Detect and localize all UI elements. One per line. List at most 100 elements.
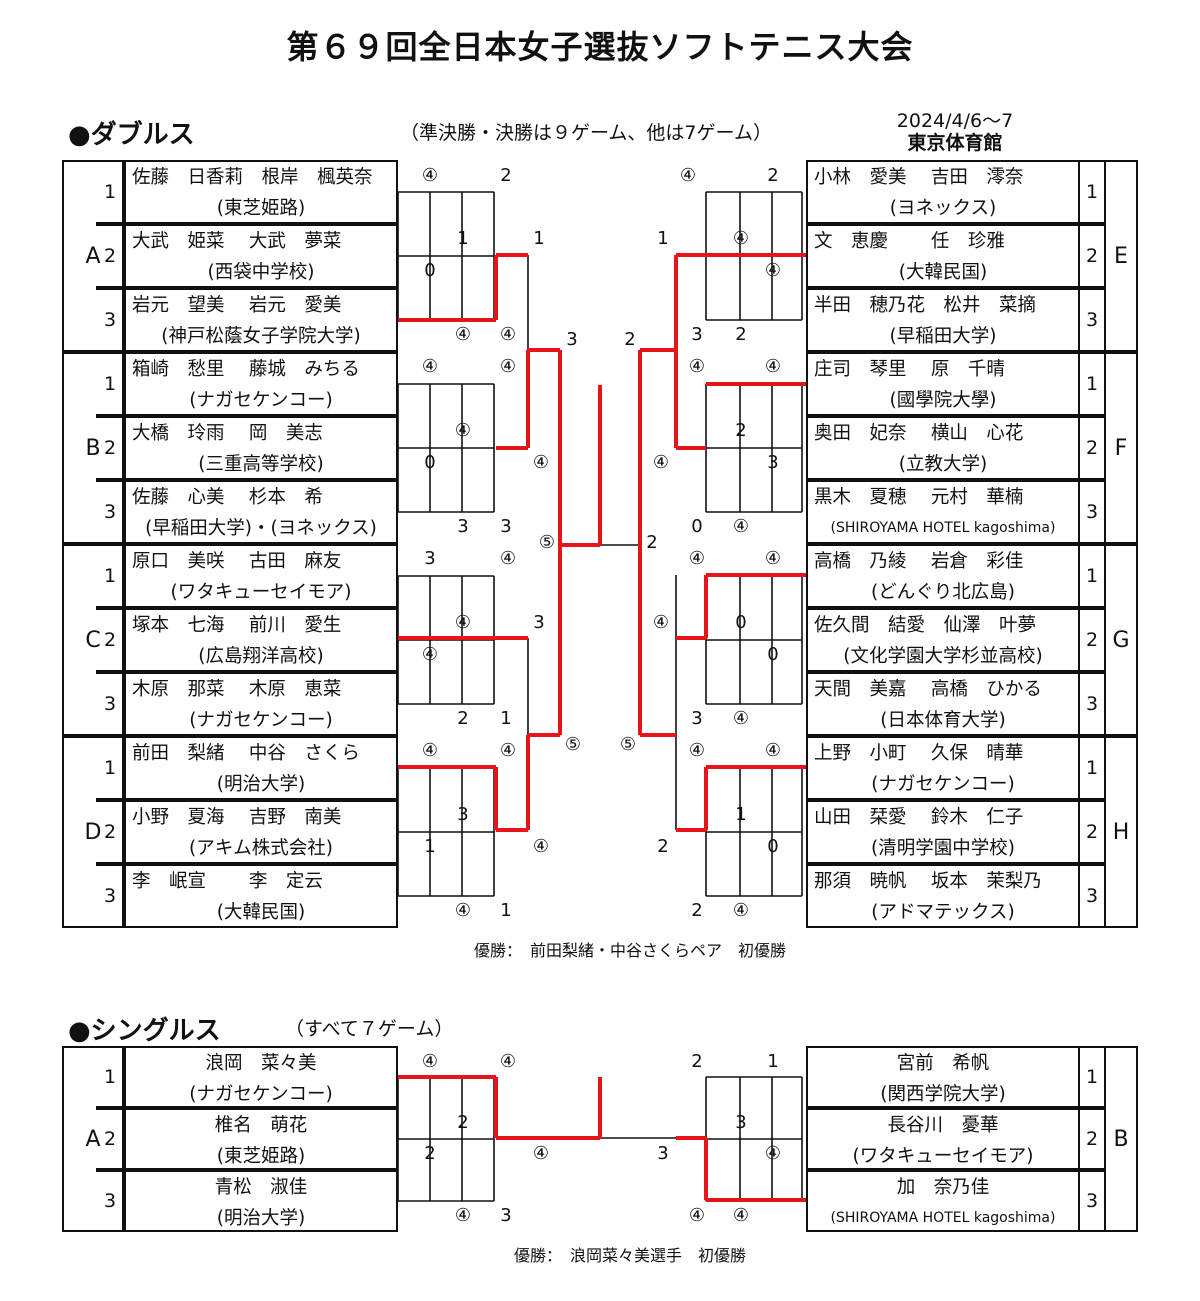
- player-names: 小林 愛美 吉田 澪奈: [814, 167, 1024, 188]
- player-names: 塚本 七海 前川 愛生: [132, 615, 342, 636]
- player-pair: 岩元 望美 岩元 愛美(神戸松蔭女子学院大学): [124, 288, 398, 352]
- game-score: 2: [767, 165, 779, 186]
- player-club: (早稲田大学)・(ヨネックス): [145, 518, 377, 539]
- game-score: ④: [652, 452, 670, 473]
- player-club: (早稲田大学): [889, 326, 997, 347]
- player-pair: 那須 暁帆 坂本 茉梨乃(アドマテックス): [806, 864, 1080, 928]
- player-pair: 加 奈乃佳(SHIROYAMA HOTEL kagoshima): [806, 1170, 1080, 1232]
- player-pair: 青松 淑佳(明治大学): [124, 1170, 398, 1232]
- player-club: (ワタキューセイモア): [852, 1146, 1034, 1167]
- player-names: 宮前 希帆: [896, 1053, 990, 1074]
- player-club: (ナガセケンコー): [189, 1084, 333, 1105]
- game-score: 3: [691, 708, 703, 729]
- seed-number: 2: [96, 608, 124, 672]
- event-info: 2024/4/6～7 東京体育館: [880, 110, 1030, 154]
- seed-number: 3: [96, 1170, 124, 1232]
- game-score: ④: [499, 1051, 517, 1072]
- seed-number: 3: [96, 672, 124, 736]
- player-names: 李 岷宣 李 定云: [132, 871, 323, 892]
- group-label: C: [62, 544, 124, 736]
- player-names: 佐藤 日香莉 根岸 楓英奈: [132, 167, 373, 188]
- seed-number: 1: [96, 736, 124, 800]
- game-score: 1: [457, 228, 469, 249]
- game-score: ④: [732, 708, 750, 729]
- seed-number: 2: [96, 800, 124, 864]
- seed-number: 1: [96, 1046, 124, 1108]
- singles-champion: 優勝： 浪岡菜々美選手 初優勝: [513, 1246, 746, 1265]
- player-club: (國學院大學): [889, 390, 997, 411]
- game-score: ④: [732, 900, 750, 921]
- player-pair: 箱崎 愁里 藤城 みちる(ナガセケンコー): [124, 352, 398, 416]
- player-names: 原口 美咲 古田 麻友: [132, 551, 342, 572]
- game-score: 3: [500, 1205, 512, 1226]
- player-names: 奥田 妃奈 横山 心花: [814, 423, 1024, 444]
- game-score: 1: [500, 900, 512, 921]
- game-score: ④: [679, 165, 697, 186]
- game-score: ④: [688, 740, 706, 761]
- player-club: (清明学園中学校): [871, 838, 1015, 859]
- game-score: ④: [764, 1143, 782, 1164]
- player-names: 佐藤 心美 杉本 希: [132, 487, 323, 508]
- event-venue: 東京体育館: [907, 132, 1003, 154]
- game-score: ⑤: [619, 734, 637, 755]
- group-label: F: [1104, 352, 1138, 544]
- player-pair: 塚本 七海 前川 愛生(広島翔洋高校): [124, 608, 398, 672]
- game-score: ④: [454, 1205, 472, 1226]
- game-score: ④: [764, 260, 782, 281]
- game-score: ④: [732, 516, 750, 537]
- player-club: (三重高等学校): [198, 454, 324, 475]
- game-score: 2: [657, 836, 669, 857]
- game-score: ④: [454, 324, 472, 345]
- player-pair: 佐久間 結愛 仙澤 叶夢(文化学園大学杉並高校): [806, 608, 1080, 672]
- seed-number: 2: [96, 224, 124, 288]
- seed-number: 1: [1078, 1046, 1106, 1108]
- player-club: (東芝姫路): [216, 1146, 306, 1167]
- player-pair: 原口 美咲 古田 麻友 (ワタキューセイモア): [124, 544, 398, 608]
- player-club: (ワタキューセイモア): [170, 582, 352, 603]
- seed-number: 1: [1078, 736, 1106, 800]
- seed-number: 1: [1078, 544, 1106, 608]
- seed-number: 2: [1078, 1108, 1106, 1170]
- player-pair: 浪岡 菜々美(ナガセケンコー): [124, 1046, 398, 1108]
- game-score: 1: [533, 228, 545, 249]
- player-pair: 小野 夏海 吉野 南美(アキム株式会社): [124, 800, 398, 864]
- seed-number: 2: [1078, 416, 1106, 480]
- player-pair: 山田 栞愛 鈴木 仁子(清明学園中学校): [806, 800, 1080, 864]
- player-club: (ヨネックス): [889, 198, 997, 219]
- player-pair: 佐藤 日香莉 根岸 楓英奈(東芝姫路): [124, 160, 398, 224]
- game-score: 0: [424, 260, 436, 281]
- player-club: (明治大学): [216, 1208, 306, 1229]
- game-score: ④: [652, 612, 670, 633]
- player-pair: 木原 那菜 木原 恵菜(ナガセケンコー): [124, 672, 398, 736]
- player-names: 大橋 玲雨 岡 美志: [132, 423, 323, 444]
- game-score: 2: [624, 329, 636, 350]
- player-names: 黒木 夏穂 元村 華楠: [814, 487, 1024, 508]
- game-score: ④: [764, 356, 782, 377]
- player-pair: 長谷川 憂華 (ワタキューセイモア): [806, 1108, 1080, 1170]
- seed-number: 2: [96, 1108, 124, 1170]
- group-label: D: [62, 736, 124, 928]
- game-score: 0: [767, 644, 779, 665]
- seed-number: 1: [1078, 352, 1106, 416]
- player-pair: 李 岷宣 李 定云(大韓民国): [124, 864, 398, 928]
- game-score: ④: [764, 740, 782, 761]
- seed-number: 2: [1078, 224, 1106, 288]
- player-club: (ナガセケンコー): [189, 710, 333, 731]
- group-label: H: [1104, 736, 1138, 928]
- player-pair: 大武 姫菜 大武 夢菜(西袋中学校): [124, 224, 398, 288]
- game-score: ④: [532, 836, 550, 857]
- game-score: ④: [421, 356, 439, 377]
- player-club: (どんぐり北広島): [871, 582, 1015, 603]
- player-club: (関西学院大学): [880, 1084, 1006, 1105]
- player-pair: 半田 穂乃花 松井 菜摘(早稲田大学): [806, 288, 1080, 352]
- player-names: 天間 美嘉 高橋 ひかる: [814, 679, 1042, 700]
- game-score: 2: [735, 324, 747, 345]
- player-club: (大韓民国): [898, 262, 988, 283]
- game-score: 2: [500, 165, 512, 186]
- game-score: ④: [688, 1205, 706, 1226]
- seed-number: 2: [1078, 608, 1106, 672]
- player-pair: 佐藤 心美 杉本 希 (早稲田大学)・(ヨネックス): [124, 480, 398, 544]
- player-club: (ナガセケンコー): [871, 774, 1015, 795]
- player-names: 長谷川 憂華: [887, 1115, 999, 1136]
